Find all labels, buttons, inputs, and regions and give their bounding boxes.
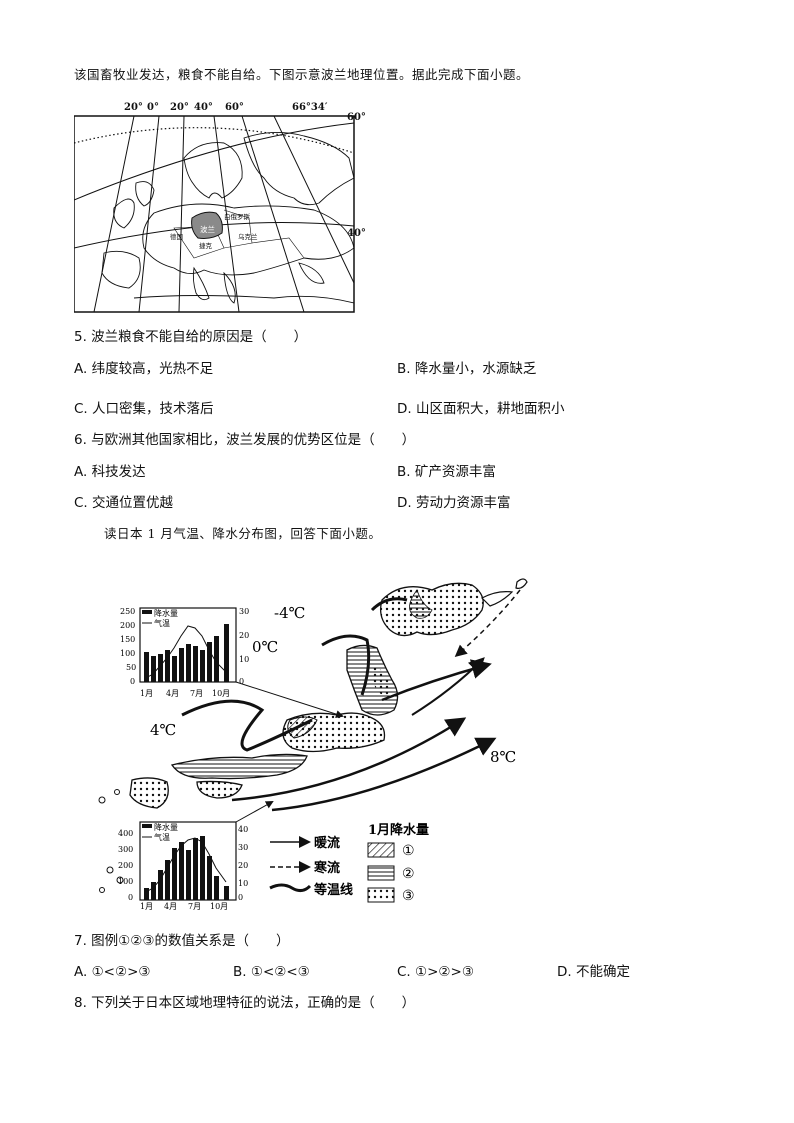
legend-precip: 降水量 (154, 608, 178, 618)
q6-stem: 6. 与欧洲其他国家相比，波兰发展的优势区位是（ ） (74, 432, 416, 448)
q6-option-a[interactable]: A. 科技发达 (74, 464, 146, 480)
legend-temp: 气温 (154, 618, 170, 628)
svg-text:100: 100 (120, 649, 135, 658)
isotherm-4 (181, 699, 313, 752)
lon-label: 0° (147, 102, 159, 113)
isotherm-neg4 (370, 597, 408, 612)
cold-current (454, 589, 521, 657)
legend-cold: 寒流 (313, 860, 340, 876)
japan-climate-map: -4℃ 0℃ 4℃ 8℃ 降水量 气温 250 200 150 100 50 0… (98, 578, 528, 910)
svg-text:50: 50 (126, 663, 136, 672)
legend-3: ③ (402, 888, 415, 904)
label-belarus: 白俄罗斯 (224, 212, 251, 221)
label-germany: 德国 (170, 232, 183, 241)
svg-text:0: 0 (128, 893, 133, 902)
lon-label: 20° (170, 102, 189, 113)
svg-text:150: 150 (120, 635, 135, 644)
lat-label: 40° (347, 228, 366, 239)
hokkaido (379, 582, 484, 637)
climate-chart-bottom: 降水量 气温 400 300 200 100 0 40 30 20 10 0 1… (118, 801, 274, 910)
q7-stem: 7. 图例①②③的数值关系是（ ） (74, 933, 290, 949)
legend-1: ① (402, 843, 415, 859)
svg-text:0: 0 (130, 677, 135, 686)
svg-text:0: 0 (238, 893, 243, 902)
intro-text-2: 读日本 1 月气温、降水分布图，回答下面小题。 (104, 526, 382, 541)
svg-text:400: 400 (118, 829, 133, 838)
q8-stem: 8. 下列关于日本区域地理特征的说法，正确的是（ ） (74, 995, 416, 1011)
q5-option-a[interactable]: A. 纬度较高，光热不足 (74, 361, 214, 377)
svg-text:200: 200 (118, 861, 133, 870)
poland-location-map: 波兰 白俄罗斯 德国 乌克兰 捷克 20° 0° 20° 40° 60° 66°… (74, 102, 366, 313)
svg-text:1月: 1月 (140, 689, 153, 698)
svg-text:10: 10 (238, 879, 248, 888)
map-legend: 暖流 寒流 等温线 1月降水量 ① ② ③ (269, 822, 429, 904)
q7-option-b[interactable]: B. ①<②<③ (233, 964, 310, 980)
warm-current (231, 717, 467, 802)
svg-text:0: 0 (239, 677, 244, 686)
lon-label: 60° (225, 102, 244, 113)
legend-2: ② (402, 866, 415, 882)
legend-isotherm: 等温线 (313, 882, 353, 898)
svg-text:10月: 10月 (212, 689, 230, 698)
svg-text:250: 250 (120, 607, 135, 616)
lat-label: 60° (347, 112, 366, 123)
lon-label: 40° (194, 102, 213, 113)
svg-text:20: 20 (239, 631, 249, 640)
pointer-arrow (235, 681, 344, 718)
q6-option-b[interactable]: B. 矿产资源丰富 (397, 464, 496, 480)
svg-text:10月: 10月 (210, 902, 228, 910)
q7-option-d[interactable]: D. 不能确定 (557, 964, 630, 980)
svg-text:10: 10 (239, 655, 249, 664)
legend-temp: 气温 (154, 832, 170, 842)
q5-option-d[interactable]: D. 山区面积大，耕地面积小 (397, 401, 565, 417)
svg-text:200: 200 (120, 621, 135, 630)
svg-text:7月: 7月 (188, 902, 201, 910)
svg-text:1月: 1月 (140, 902, 153, 910)
legend-warm: 暖流 (314, 835, 340, 851)
svg-text:300: 300 (118, 845, 133, 854)
label-czech: 捷克 (199, 241, 213, 250)
poland-region (191, 211, 223, 239)
lon-label: 66°34′ (292, 102, 328, 113)
svg-text:7月: 7月 (190, 689, 203, 698)
q6-option-d[interactable]: D. 劳动力资源丰富 (397, 495, 511, 511)
label-ukraine: 乌克兰 (238, 232, 258, 241)
isotherm-label: 4℃ (150, 721, 176, 739)
isotherm-label: 0℃ (252, 638, 278, 656)
climate-chart-top: 降水量 气温 250 200 150 100 50 0 30 20 10 0 1… (120, 607, 344, 718)
svg-text:4月: 4月 (166, 689, 179, 698)
isotherm-label: -4℃ (274, 604, 305, 622)
legend-precip: 降水量 (154, 822, 178, 832)
svg-text:40: 40 (238, 825, 248, 834)
q7-option-a[interactable]: A. ①<②>③ (74, 964, 151, 980)
isotherm-label: 8℃ (490, 748, 516, 766)
q6-option-c[interactable]: C. 交通位置优越 (74, 495, 174, 511)
svg-text:30: 30 (239, 607, 249, 616)
legend-precip-title: 1月降水量 (368, 822, 429, 838)
q5-option-b[interactable]: B. 降水量小，水源缺乏 (397, 361, 537, 377)
label-poland: 波兰 (200, 224, 215, 234)
svg-text:20: 20 (238, 861, 248, 870)
lon-label: 20° (124, 102, 143, 113)
isotherm-0 (321, 634, 371, 696)
svg-text:4月: 4月 (164, 902, 177, 910)
intro-text-1: 该国畜牧业发达，粮食不能自给。下图示意波兰地理位置。据此完成下面小题。 (74, 67, 530, 82)
q7-option-c[interactable]: C. ①>②>③ (397, 964, 474, 980)
svg-text:100: 100 (118, 877, 133, 886)
q5-option-c[interactable]: C. 人口密集，技术落后 (74, 401, 214, 417)
q5-stem: 5. 波兰粮食不能自给的原因是（ ） (74, 329, 308, 345)
svg-text:30: 30 (238, 843, 248, 852)
